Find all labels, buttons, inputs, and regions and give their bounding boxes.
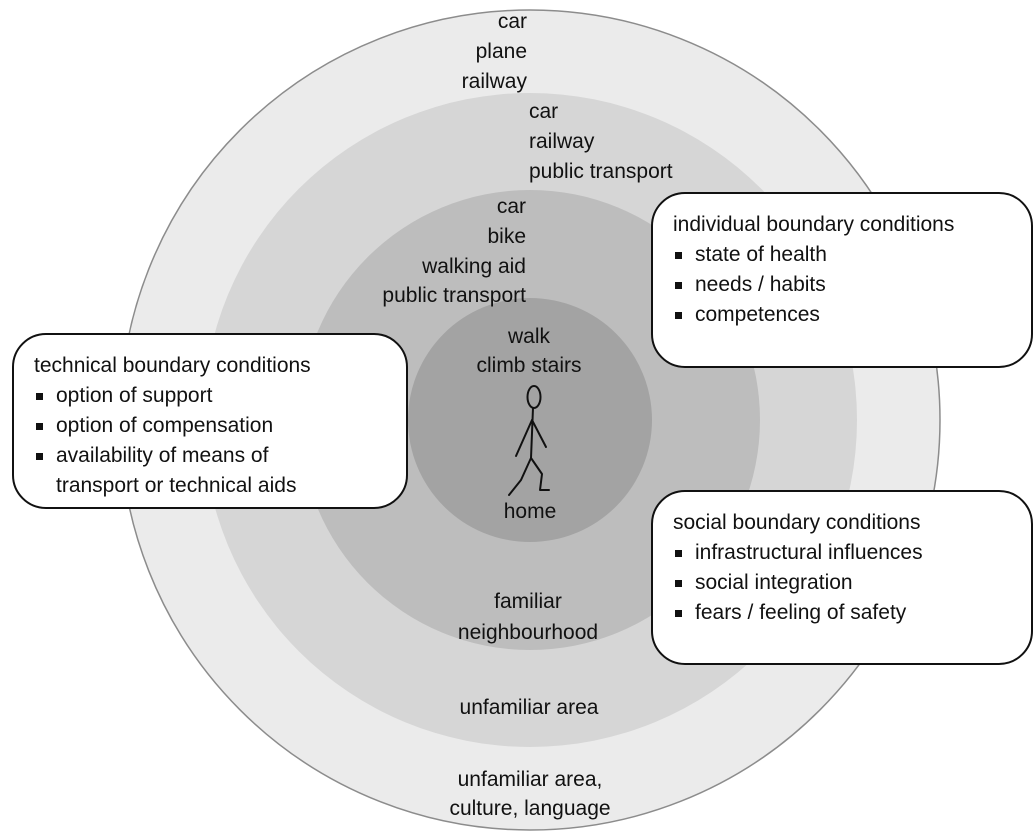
third-transport-car: car xyxy=(497,195,526,218)
inner-area-home: home xyxy=(504,500,557,523)
technical-item-compensation: option of compensation xyxy=(34,411,386,441)
social-item-fears: fears / feeling of safety xyxy=(673,598,1011,628)
third-area-line-1: familiar xyxy=(494,590,562,613)
individual-conditions-title: individual boundary conditions xyxy=(673,213,955,236)
ring-inner xyxy=(408,298,652,542)
third-transport-bike: bike xyxy=(487,225,526,248)
stick-figure-walking-icon xyxy=(508,385,550,496)
technical-conditions-title: technical boundary conditions xyxy=(34,354,311,377)
individual-item-competences: competences xyxy=(673,300,1011,330)
outer-area-line-1: unfamiliar area, xyxy=(458,768,603,791)
social-item-integration: social integration xyxy=(673,568,1011,598)
social-item-infrastructure: infrastructural influences xyxy=(673,538,1011,568)
technical-item-availability-line-1: availability of means of xyxy=(56,444,269,467)
individual-item-health: state of health xyxy=(673,240,1011,270)
social-conditions-box: social boundary conditions infrastructur… xyxy=(651,490,1033,665)
second-transport-car: car xyxy=(529,100,558,123)
technical-item-availability: availability of means of transport or te… xyxy=(34,441,386,501)
inner-activity-walk: walk xyxy=(507,325,551,348)
outer-transport-plane: plane xyxy=(476,40,527,63)
third-area-line-2: neighbourhood xyxy=(458,621,598,644)
social-conditions-list: infrastructural influences social integr… xyxy=(673,538,1011,628)
outer-area-line-2: culture, language xyxy=(449,797,610,820)
third-transport-walking-aid: walking aid xyxy=(421,255,526,278)
outer-transport-railway: railway xyxy=(462,70,528,93)
second-transport-railway: railway xyxy=(529,130,595,153)
technical-conditions-list: option of support option of compensation… xyxy=(34,381,386,501)
technical-conditions-box: technical boundary conditions option of … xyxy=(12,333,408,509)
second-area: unfamiliar area xyxy=(460,696,599,719)
individual-conditions-list: state of health needs / habits competenc… xyxy=(673,240,1011,330)
second-transport-public-transport: public transport xyxy=(529,160,673,183)
social-conditions-title: social boundary conditions xyxy=(673,511,921,534)
third-transport-public-transport: public transport xyxy=(382,284,526,307)
outer-transport-car: car xyxy=(498,10,527,33)
technical-item-availability-line-2: transport or technical aids xyxy=(56,474,297,497)
inner-activity-climb-stairs: climb stairs xyxy=(476,354,581,377)
technical-item-support: option of support xyxy=(34,381,386,411)
individual-item-needs: needs / habits xyxy=(673,270,1011,300)
individual-conditions-box: individual boundary conditions state of … xyxy=(651,192,1033,368)
